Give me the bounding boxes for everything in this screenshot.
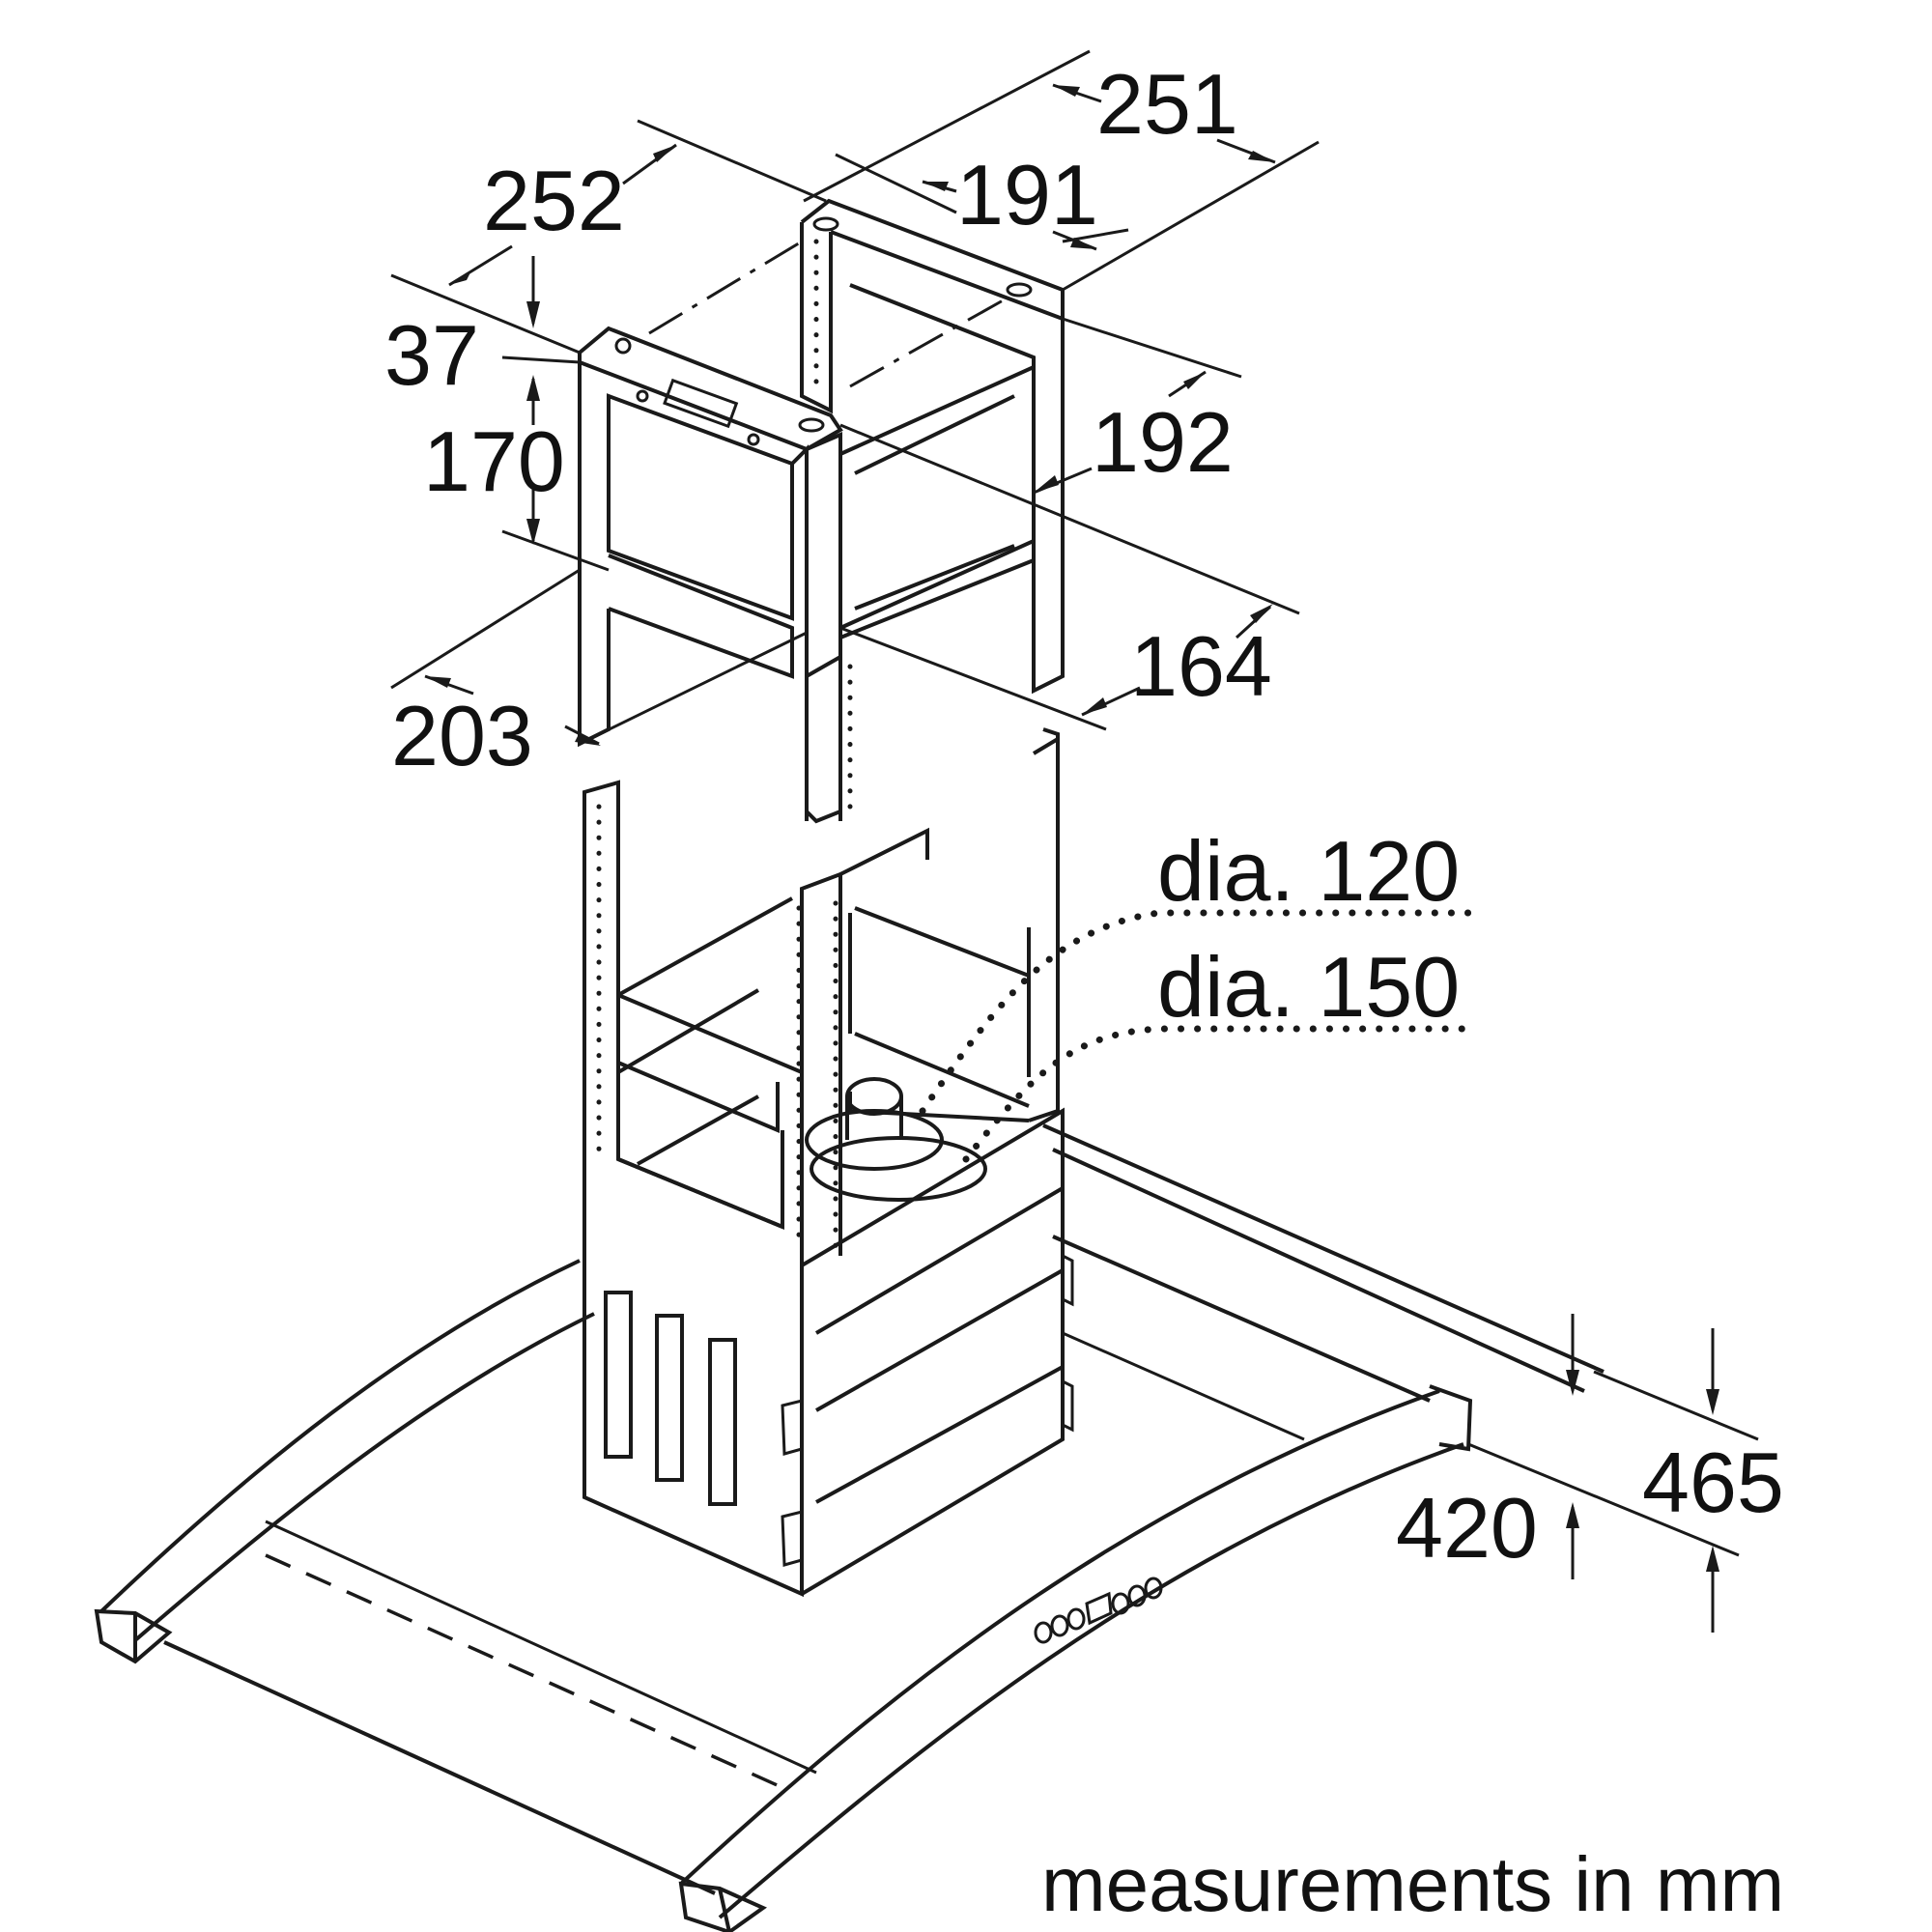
dim-164-label: 164 xyxy=(1130,618,1272,714)
dim-251-label: 251 xyxy=(1096,56,1238,152)
dim-192-label: 192 xyxy=(1092,394,1234,490)
vent-slot xyxy=(655,1314,684,1482)
dimension-lines xyxy=(390,49,1759,1633)
dim-191-label: 191 xyxy=(956,147,1098,242)
dim-203-label: 203 xyxy=(391,688,533,783)
vent-slot xyxy=(708,1338,737,1506)
dim-465-label: 465 xyxy=(1642,1435,1784,1530)
upper-chimney-frame xyxy=(578,198,1065,824)
dim-37-label: 37 xyxy=(384,307,479,403)
units-note: measurements in mm xyxy=(1041,1841,1784,1927)
control-panel xyxy=(1034,1577,1163,1644)
vent-slot xyxy=(604,1291,633,1459)
duct-collar xyxy=(805,1077,987,1202)
hood-canopy xyxy=(94,1123,1605,1932)
dim-170-label: 170 xyxy=(423,413,565,509)
dim-252-label: 252 xyxy=(483,153,625,248)
duct-dia-150-label: dia. 150 xyxy=(1157,939,1460,1035)
duct-diameter-leaders xyxy=(919,909,1472,1163)
dim-420-label: 420 xyxy=(1396,1480,1538,1576)
duct-dia-120-label: dia. 120 xyxy=(1157,823,1460,919)
